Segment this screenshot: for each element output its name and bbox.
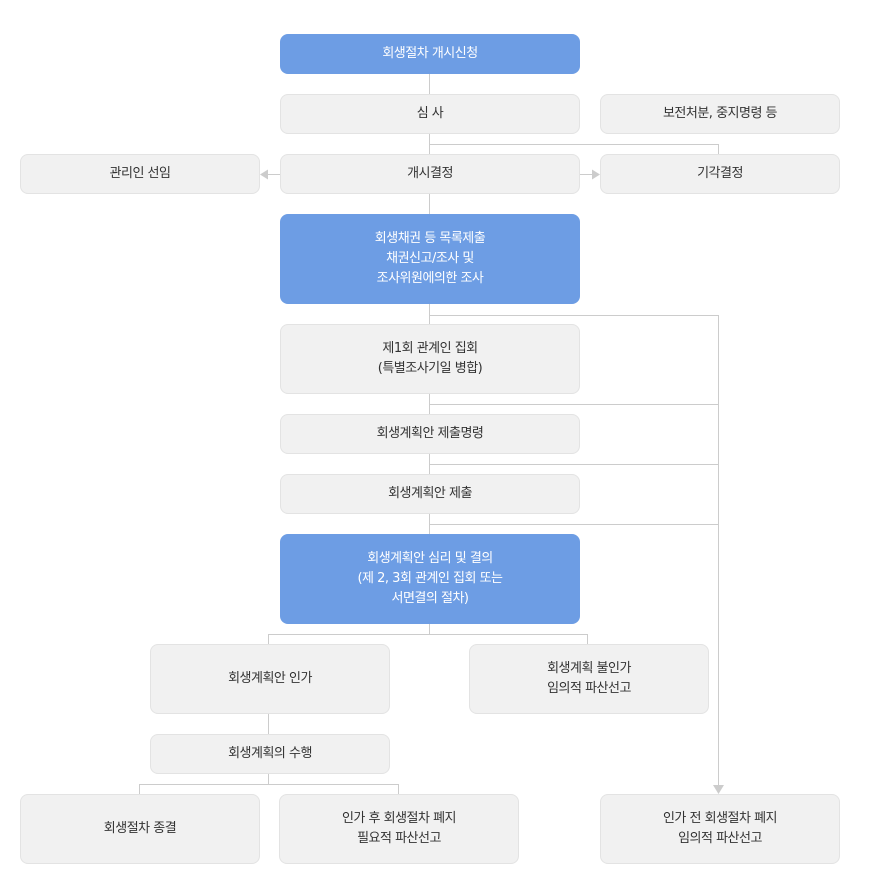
- node-filing: 회생절차 개시신청: [280, 34, 580, 74]
- node-plan-submit: 회생계획안 제출: [280, 474, 580, 514]
- node-termination: 회생절차 종결: [20, 794, 260, 864]
- node-label: 회생계획 불인가: [547, 661, 631, 676]
- arrow-right-icon: [592, 169, 600, 180]
- node-label: 관리인 선임: [109, 166, 171, 181]
- node-label: (제 2, 3회 관계인 집회 또는: [357, 571, 503, 586]
- node-first-meeting: 제1회 관계인 집회 (특별조사기일 병합): [280, 324, 580, 394]
- arrow-left-icon: [260, 169, 268, 180]
- arrow-down-icon: [713, 785, 724, 794]
- node-label: 서면결의 절차): [391, 591, 469, 606]
- node-preservation: 보전처분, 중지명령 등: [600, 94, 840, 134]
- node-dismissal: 기각결정: [600, 154, 840, 194]
- node-claims: 회생채권 등 목록제출 채권신고/조사 및 조사위원에의한 조사: [280, 214, 580, 304]
- node-label: 개시결정: [407, 166, 453, 181]
- node-disapproval: 회생계획 불인가 임의적 파산선고: [469, 644, 709, 714]
- node-plan-hearing: 회생계획안 심리 및 결의 (제 2, 3회 관계인 집회 또는 서면결의 절차…: [280, 534, 580, 624]
- node-label: 회생계획의 수행: [228, 746, 312, 761]
- node-label: 회생계획안 제출명령: [376, 426, 484, 441]
- node-label: 임의적 파산선고: [678, 831, 762, 846]
- connector-preservation: [429, 144, 719, 154]
- node-label: 조사위원에의한 조사: [376, 271, 484, 286]
- node-label: 회생계획안 인가: [228, 671, 312, 686]
- node-execution: 회생계획의 수행: [150, 734, 390, 774]
- node-pre-abolition: 인가 전 회생절차 폐지 임의적 파산선고: [600, 794, 840, 864]
- node-approval: 회생계획안 인가: [150, 644, 390, 714]
- node-label: 인가 전 회생절차 폐지: [662, 811, 778, 826]
- node-label: 인가 후 회생절차 폐지: [341, 811, 457, 826]
- node-label: 필요적 파산선고: [357, 831, 441, 846]
- node-commencement: 개시결정: [280, 154, 580, 194]
- node-label: 회생절차 종결: [103, 821, 177, 836]
- node-post-abolition: 인가 후 회생절차 폐지 필요적 파산선고: [279, 794, 519, 864]
- node-label: 채권신고/조사 및: [386, 251, 474, 266]
- connector-decision-split: [268, 634, 588, 644]
- node-label: 회생절차 개시신청: [382, 46, 478, 61]
- node-plan-order: 회생계획안 제출명령: [280, 414, 580, 454]
- connector-execution-split: [139, 784, 399, 794]
- node-label: 회생계획안 심리 및 결의: [367, 551, 493, 566]
- node-label: 회생계획안 제출: [388, 486, 472, 501]
- node-label: 임의적 파산선고: [547, 681, 631, 696]
- node-review: 심 사: [280, 94, 580, 134]
- node-label: 기각결정: [697, 166, 743, 181]
- node-label: 제1회 관계인 집회: [382, 341, 478, 356]
- node-label: 심 사: [416, 106, 444, 121]
- node-label: (특별조사기일 병합): [377, 361, 483, 376]
- node-label: 회생채권 등 목록제출: [374, 231, 486, 246]
- node-administrator: 관리인 선임: [20, 154, 260, 194]
- node-label: 보전처분, 중지명령 등: [662, 106, 778, 121]
